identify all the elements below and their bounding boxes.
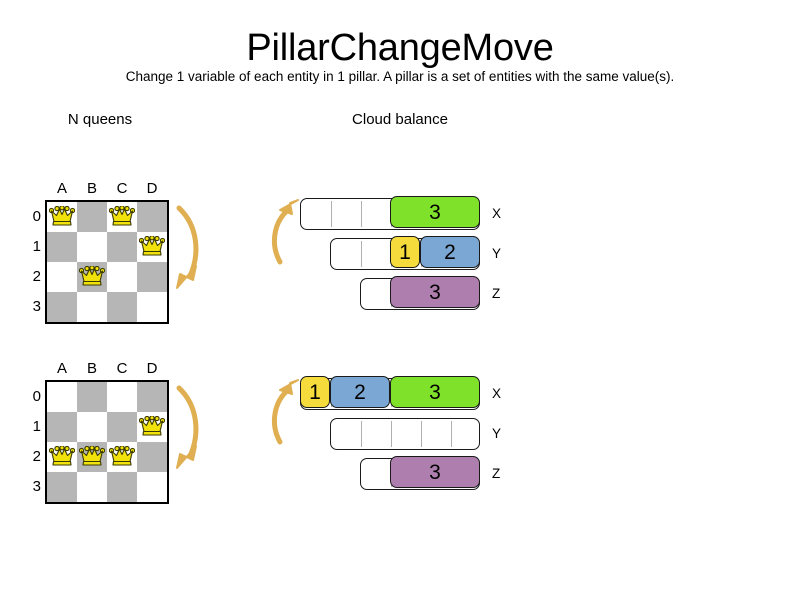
cloud-row-label-y: Y [492, 426, 502, 441]
board-column-label-c: C [116, 180, 128, 197]
bar-cell-divider [391, 421, 392, 447]
board-cell-A0[interactable] [47, 202, 77, 232]
process-segment-3[interactable]: 3 [390, 376, 480, 409]
bar-cell-divider [451, 421, 452, 447]
move-arrow-up-icon [268, 374, 302, 455]
board-cell-B3[interactable] [77, 292, 107, 322]
nqueens-board-after: A B C D 0 1 2 3 [33, 360, 169, 504]
board-row-label-0: 0 [32, 388, 41, 405]
board-cell-B0[interactable] [77, 202, 107, 232]
board-cell-D2[interactable] [137, 262, 167, 292]
move-arrow-down-icon [168, 376, 204, 477]
cloud-row-label-z: Z [492, 466, 501, 481]
cloud-row-label-y: Y [492, 246, 502, 261]
board-cell-C3[interactable] [107, 292, 137, 322]
board-cell-A3[interactable] [47, 472, 77, 502]
board-row-label-1: 1 [32, 418, 41, 435]
board-column-label-a: A [56, 360, 67, 377]
board-cell-B2[interactable] [77, 262, 107, 292]
board-row-label-0: 0 [32, 208, 41, 225]
board-cell-B2[interactable] [77, 442, 107, 472]
process-segment-1[interactable]: 1 [300, 376, 330, 409]
board-cell-C2[interactable] [107, 442, 137, 472]
page-title: PillarChangeMove [246, 27, 554, 69]
board-cell-A0[interactable] [47, 382, 77, 412]
board-cell-B1[interactable] [77, 412, 107, 442]
board-row-label-3: 3 [32, 298, 41, 315]
board-cell-C1[interactable] [107, 412, 137, 442]
computer-capacity-bar-y[interactable] [330, 418, 480, 450]
move-arrow-down-icon [168, 196, 204, 297]
board-cell-B1[interactable] [77, 232, 107, 262]
board-cell-C0[interactable] [107, 202, 137, 232]
board-cell-A1[interactable] [47, 232, 77, 262]
process-segment-1[interactable]: 1 [390, 236, 420, 269]
board-row-label-2: 2 [32, 448, 41, 465]
bar-cell-divider [361, 421, 362, 447]
chessboard[interactable]: A B C D 0 1 2 3 [33, 180, 169, 324]
bar-cell-divider [331, 201, 332, 227]
section-heading-nqueens: N queens [67, 111, 133, 128]
board-column-label-a: A [56, 180, 67, 197]
board-cell-A2[interactable] [47, 442, 77, 472]
board-cell-C0[interactable] [107, 382, 137, 412]
board-cell-C3[interactable] [107, 472, 137, 502]
board-cell-B0[interactable] [77, 382, 107, 412]
board-cell-B3[interactable] [77, 472, 107, 502]
board-cell-D0[interactable] [137, 202, 167, 232]
board-cell-A1[interactable] [47, 412, 77, 442]
board-column-label-d: D [146, 360, 158, 377]
section-heading-cloud: Cloud balance [352, 111, 448, 128]
page-subtitle: Change 1 variable of each entity in 1 pi… [125, 69, 675, 84]
process-segment-2[interactable]: 2 [330, 376, 390, 409]
board-column-label-d: D [146, 180, 158, 197]
process-segment-3[interactable]: 3 [390, 276, 480, 309]
board-cell-D1[interactable] [137, 232, 167, 262]
cloud-row-label-z: Z [492, 286, 501, 301]
chessboard[interactable]: A B C D 0 1 2 3 [33, 360, 169, 504]
board-column-label-b: B [86, 180, 97, 197]
bar-cell-divider [421, 421, 422, 447]
bar-cell-divider [361, 241, 362, 267]
board-cell-D3[interactable] [137, 292, 167, 322]
board-cell-D1[interactable] [137, 412, 167, 442]
move-arrow-up-icon [268, 194, 302, 275]
board-row-label-1: 1 [32, 238, 41, 255]
board-cell-D0[interactable] [137, 382, 167, 412]
board-row-label-2: 2 [32, 268, 41, 285]
process-segment-3[interactable]: 3 [390, 456, 480, 489]
cloud-row-y: Y [330, 418, 502, 450]
board-cell-A3[interactable] [47, 292, 77, 322]
process-segment-3[interactable]: 3 [390, 196, 480, 229]
cloud-row-label-x: X [492, 386, 502, 401]
board-column-label-c: C [116, 360, 128, 377]
board-cell-C1[interactable] [107, 232, 137, 262]
board-cell-D2[interactable] [137, 442, 167, 472]
bar-cell-divider [361, 201, 362, 227]
cloud-row-label-x: X [492, 206, 502, 221]
board-column-label-b: B [86, 360, 97, 377]
board-cell-A2[interactable] [47, 262, 77, 292]
process-segment-2[interactable]: 2 [420, 236, 480, 269]
nqueens-board-before: A B C D 0 1 2 3 [33, 180, 169, 324]
board-cell-C2[interactable] [107, 262, 137, 292]
board-row-label-3: 3 [32, 478, 41, 495]
board-cell-D3[interactable] [137, 472, 167, 502]
